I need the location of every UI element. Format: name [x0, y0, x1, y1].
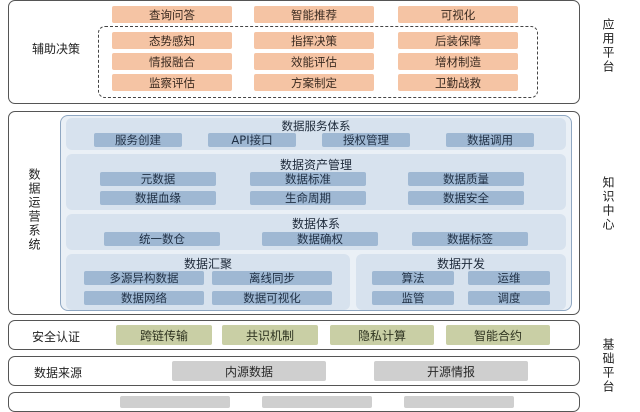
- security-item[interactable]: 隐私计算: [330, 325, 434, 345]
- asset-item[interactable]: 元数据: [100, 172, 216, 186]
- decision-item[interactable]: 卫勤战救: [398, 74, 518, 91]
- app-item-recommend[interactable]: 智能推荐: [254, 6, 374, 23]
- system-title: 数据体系: [291, 217, 340, 231]
- asset-item[interactable]: 数据质量: [408, 172, 524, 186]
- side-label-knowledge: 知识中心: [601, 176, 615, 232]
- cropped-item: [262, 396, 372, 408]
- gather-item[interactable]: 离线同步: [212, 271, 332, 285]
- source-label: 数据来源: [34, 366, 83, 380]
- dev-item[interactable]: 调度: [468, 291, 550, 305]
- dev-title: 数据开发: [436, 257, 485, 271]
- side-label-base: 基础平台: [601, 338, 615, 394]
- system-item[interactable]: 统一数仓: [104, 232, 220, 246]
- service-item[interactable]: API接口: [208, 133, 296, 147]
- side-label-app: 应用平台: [601, 18, 615, 74]
- decision-item[interactable]: 情报融合: [112, 53, 232, 70]
- service-item[interactable]: 服务创建: [94, 133, 182, 147]
- security-item[interactable]: 共识机制: [222, 325, 318, 345]
- dev-item[interactable]: 算法: [372, 271, 454, 285]
- security-item[interactable]: 智能合约: [446, 325, 550, 345]
- dev-item[interactable]: 运维: [468, 271, 550, 285]
- system-item[interactable]: 数据标签: [412, 232, 528, 246]
- asset-item[interactable]: 数据血缘: [100, 191, 216, 205]
- cropped-item: [120, 396, 230, 408]
- ops-system-label: 数据运营系统: [27, 168, 41, 252]
- decision-item[interactable]: 后装保障: [398, 32, 518, 49]
- service-item[interactable]: 数据调用: [446, 133, 534, 147]
- asset-item[interactable]: 数据安全: [408, 191, 524, 205]
- service-title: 数据服务体系: [281, 119, 351, 133]
- cropped-item: [404, 396, 514, 408]
- service-item[interactable]: 授权管理: [322, 133, 410, 147]
- asset-title: 数据资产管理: [279, 158, 352, 172]
- security-label: 安全认证: [32, 330, 81, 344]
- gather-item[interactable]: 多源异构数据: [84, 271, 204, 285]
- decision-group: [98, 26, 538, 98]
- decision-item[interactable]: 指挥决策: [254, 32, 374, 49]
- app-item-query[interactable]: 查询问答: [112, 6, 232, 23]
- gather-title: 数据汇聚: [183, 257, 232, 271]
- dev-item[interactable]: 监管: [372, 291, 454, 305]
- source-item[interactable]: 内源数据: [172, 361, 326, 381]
- source-item[interactable]: 开源情报: [374, 361, 528, 381]
- system-item[interactable]: 数据确权: [262, 232, 378, 246]
- app-item-visualize[interactable]: 可视化: [398, 6, 518, 23]
- asset-item[interactable]: 数据标准: [250, 172, 366, 186]
- decision-label: 辅助决策: [32, 42, 81, 56]
- decision-item[interactable]: 方案制定: [254, 74, 374, 91]
- asset-item[interactable]: 生命周期: [250, 191, 366, 205]
- decision-item[interactable]: 效能评估: [254, 53, 374, 70]
- gather-item[interactable]: 数据网络: [84, 291, 204, 305]
- decision-item[interactable]: 监察评估: [112, 74, 232, 91]
- decision-item[interactable]: 态势感知: [112, 32, 232, 49]
- security-item[interactable]: 跨链传输: [116, 325, 212, 345]
- gather-item[interactable]: 数据可视化: [212, 291, 332, 305]
- decision-item[interactable]: 增材制造: [398, 53, 518, 70]
